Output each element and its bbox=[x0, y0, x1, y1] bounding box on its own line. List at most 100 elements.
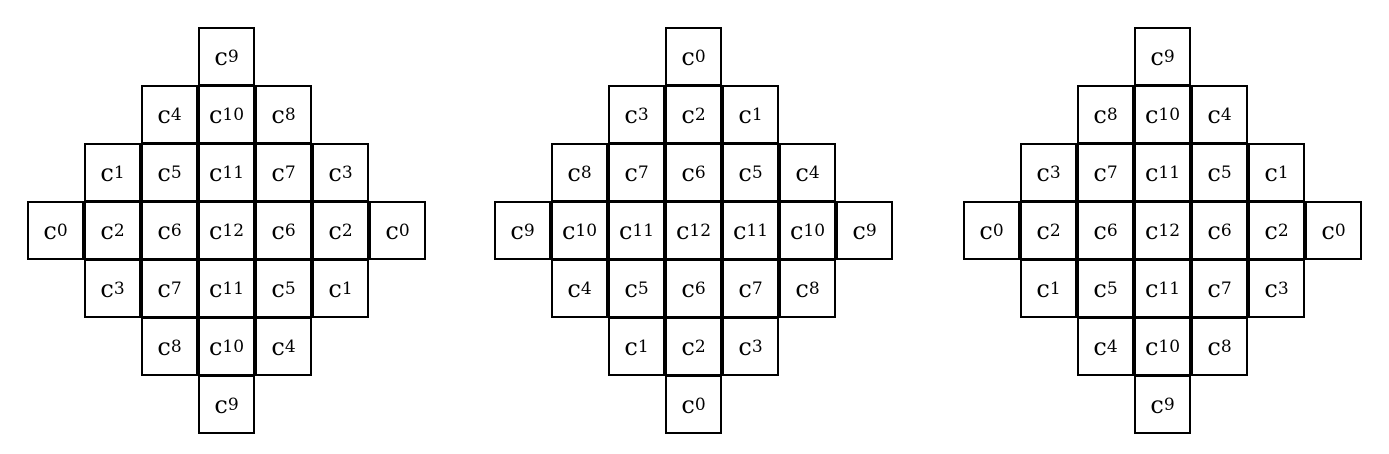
cell-symbol: c bbox=[214, 390, 228, 419]
cell-symbol: c bbox=[1150, 42, 1164, 71]
cell-symbol: c bbox=[1144, 332, 1159, 361]
cell-symbol: c bbox=[738, 158, 752, 187]
cell-symbol: c bbox=[157, 332, 171, 361]
cell-symbol: c bbox=[271, 100, 285, 129]
cell-symbol: c bbox=[567, 274, 581, 303]
cell-symbol: c bbox=[681, 100, 695, 129]
cell-symbol: c bbox=[1093, 216, 1107, 245]
cell-symbol: c bbox=[1144, 274, 1159, 303]
cell-symbol: c bbox=[681, 158, 695, 187]
cell-symbol: c bbox=[1321, 216, 1335, 245]
cell-symbol: c bbox=[795, 158, 809, 187]
cell-symbol: c bbox=[1036, 216, 1050, 245]
cell-symbol: c bbox=[1264, 158, 1278, 187]
cell-symbol: c bbox=[100, 216, 114, 245]
cell-symbol: c bbox=[208, 216, 223, 245]
cell-symbol: c bbox=[157, 216, 171, 245]
cell-symbol: c bbox=[510, 216, 524, 245]
cell-symbol: c bbox=[1093, 274, 1107, 303]
cell-symbol: c bbox=[618, 216, 633, 245]
cell-symbol: c bbox=[624, 274, 638, 303]
cell-symbol: c bbox=[681, 42, 695, 71]
cell-symbol: c bbox=[385, 216, 399, 245]
cell-symbol: c bbox=[208, 332, 223, 361]
cell-symbol: c bbox=[100, 158, 114, 187]
cell-symbol: c bbox=[1150, 390, 1164, 419]
cell-symbol: c bbox=[1144, 100, 1159, 129]
cell-symbol: c bbox=[1207, 100, 1221, 129]
cell-symbol: c bbox=[624, 332, 638, 361]
cell-symbol: c bbox=[157, 100, 171, 129]
cell-symbol: c bbox=[1207, 216, 1221, 245]
cell-symbol: c bbox=[852, 216, 866, 245]
cell-symbol: c bbox=[681, 332, 695, 361]
cell-symbol: c bbox=[624, 158, 638, 187]
cell-symbol: c bbox=[732, 216, 747, 245]
cell-symbol: c bbox=[1144, 216, 1159, 245]
cell-symbol: c bbox=[157, 274, 171, 303]
cell-symbol: c bbox=[214, 42, 228, 71]
cell-symbol: c bbox=[271, 274, 285, 303]
cell-symbol: c bbox=[675, 216, 690, 245]
cell-symbol: c bbox=[567, 158, 581, 187]
cell-symbol: c bbox=[43, 216, 57, 245]
cell-symbol: c bbox=[1264, 274, 1278, 303]
cell-symbol: c bbox=[328, 158, 342, 187]
cell-symbol: c bbox=[561, 216, 576, 245]
cell-symbol: c bbox=[681, 390, 695, 419]
cell-symbol: c bbox=[738, 100, 752, 129]
cell-symbol: c bbox=[738, 274, 752, 303]
